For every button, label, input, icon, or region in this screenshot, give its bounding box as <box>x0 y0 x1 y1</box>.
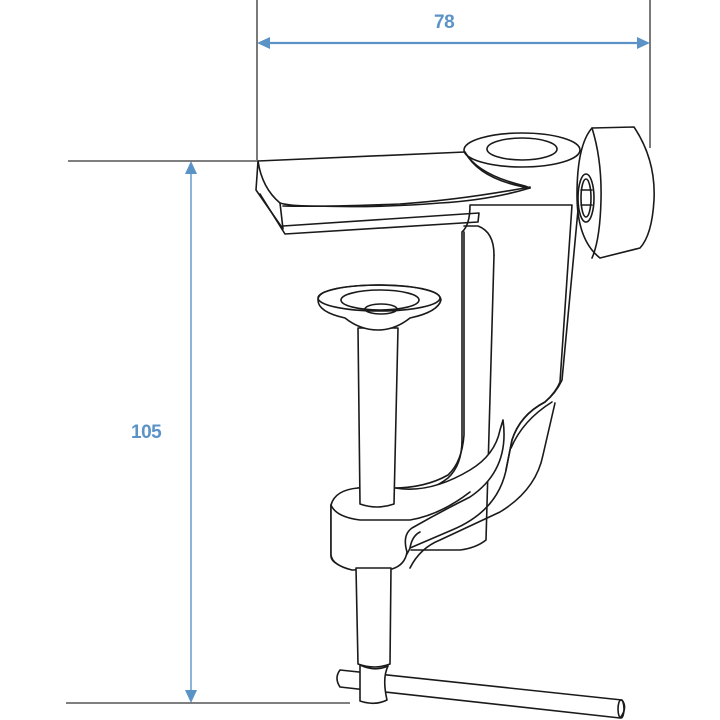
height-extension-lines <box>66 160 350 704</box>
lower-screw <box>355 567 392 668</box>
width-extension-lines <box>256 0 651 160</box>
side-knob <box>576 126 655 259</box>
pressure-pad <box>317 284 442 508</box>
top-jaw <box>255 151 531 235</box>
width-dimension-line <box>257 37 650 49</box>
height-dimension-label: 105 <box>131 422 162 443</box>
height-dimension-line <box>185 161 197 703</box>
t-handle <box>336 664 626 719</box>
width-dimension-label: 78 <box>434 12 455 33</box>
lower-boss <box>330 419 505 571</box>
clamp-frame <box>330 204 579 569</box>
top-collar <box>463 132 581 189</box>
